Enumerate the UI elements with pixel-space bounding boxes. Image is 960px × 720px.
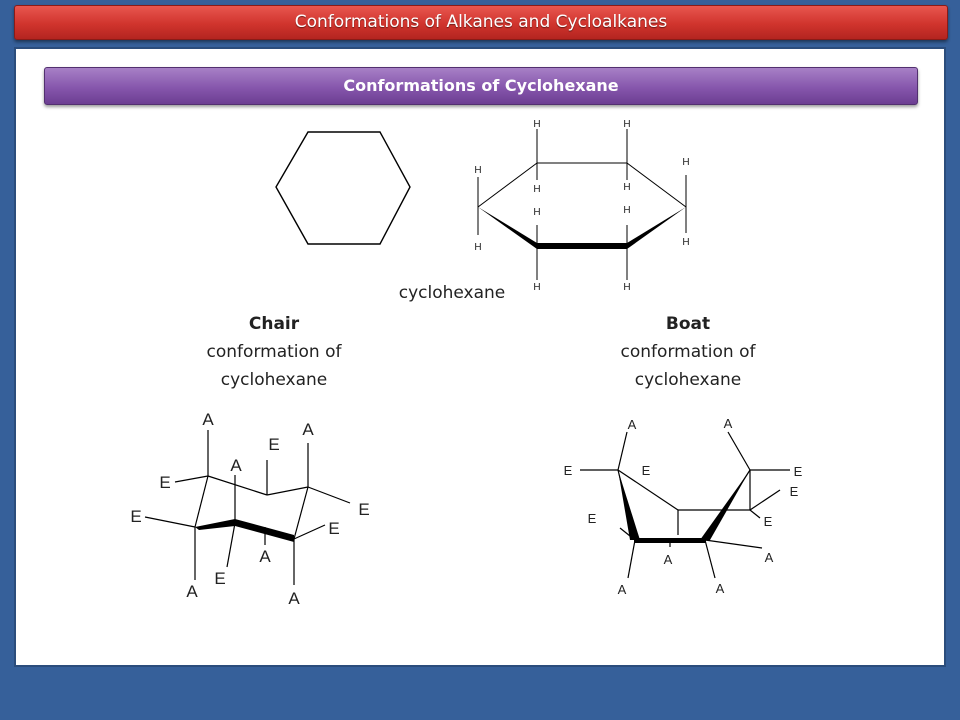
boat-caption: Boat conformation of cyclohexane: [558, 310, 818, 394]
h-atom-label: H: [623, 282, 630, 293]
h-atom-label: H: [623, 182, 630, 193]
chair-caption: Chair conformation of cyclohexane: [144, 310, 404, 394]
equatorial-label: E: [130, 507, 141, 526]
equatorial-label: E: [588, 511, 597, 526]
boat-conformation-diagram: A A A A A A E E E E E E: [564, 416, 803, 597]
boat-caption-line2: cyclohexane: [634, 370, 742, 390]
boat-bold-bond-bottom: [634, 538, 706, 543]
content-panel: [14, 47, 946, 667]
h-atom-label: H: [623, 205, 630, 216]
h-atom-label: H: [623, 119, 630, 130]
axial-label: A: [724, 416, 733, 431]
equatorial-label: E: [214, 569, 225, 588]
equatorial-label: E: [642, 463, 651, 478]
equatorial-label: E: [794, 464, 803, 479]
boat-heading: Boat: [665, 314, 711, 334]
bond-wedge-left: [478, 207, 537, 249]
bond-wedge-right: [627, 207, 686, 249]
axial-label: A: [288, 589, 300, 608]
bond-front-bold: [537, 243, 627, 249]
boat-bold-bond: [700, 470, 750, 540]
chair-heading: Chair: [248, 314, 300, 334]
chair-bold-bond: [235, 519, 294, 542]
boat-bold-bond: [618, 470, 640, 540]
axial-label: A: [202, 410, 214, 429]
hexagon-shape: [275, 131, 411, 245]
h-atom-label: H: [533, 282, 540, 293]
h-atom-label: H: [474, 165, 481, 176]
chair-bold-bond: [195, 519, 235, 530]
chair-conformation-diagram: A A A A A A E E E E E E: [130, 410, 369, 608]
cyclohexane-label: cyclohexane: [398, 283, 506, 303]
equatorial-label: E: [159, 473, 170, 492]
h-atom-label: H: [533, 207, 540, 218]
chair-caption-line2: cyclohexane: [220, 370, 328, 390]
h-atom-label: H: [682, 157, 689, 168]
axial-label: A: [186, 582, 198, 601]
slide-title: Conformations of Alkanes and Cycloalkane…: [14, 5, 948, 40]
axial-label: A: [664, 552, 673, 567]
boat-caption-line1: conformation of: [620, 342, 756, 362]
axial-label: A: [259, 547, 271, 566]
equatorial-label: E: [564, 463, 573, 478]
chair-caption-line1: conformation of: [206, 342, 342, 362]
equatorial-label: E: [764, 514, 773, 529]
equatorial-label: E: [358, 500, 369, 519]
cyclohexane-structure-diagram: H H H H H H H H H H H H: [474, 119, 689, 293]
axial-label: A: [302, 420, 314, 439]
equatorial-label: E: [268, 435, 279, 454]
h-atom-label: H: [474, 242, 481, 253]
h-atom-label: H: [682, 237, 689, 248]
axial-label: A: [618, 582, 627, 597]
hexagon-diagram: [275, 131, 411, 245]
axial-label: A: [765, 550, 774, 565]
h-atom-label: H: [533, 119, 540, 130]
axial-label: A: [716, 581, 725, 596]
equatorial-label: E: [790, 484, 799, 499]
h-atom-label: H: [533, 184, 540, 195]
axial-label: A: [628, 417, 637, 432]
axial-label: A: [230, 456, 242, 475]
section-title: Conformations of Cyclohexane: [44, 67, 918, 105]
equatorial-label: E: [328, 519, 339, 538]
